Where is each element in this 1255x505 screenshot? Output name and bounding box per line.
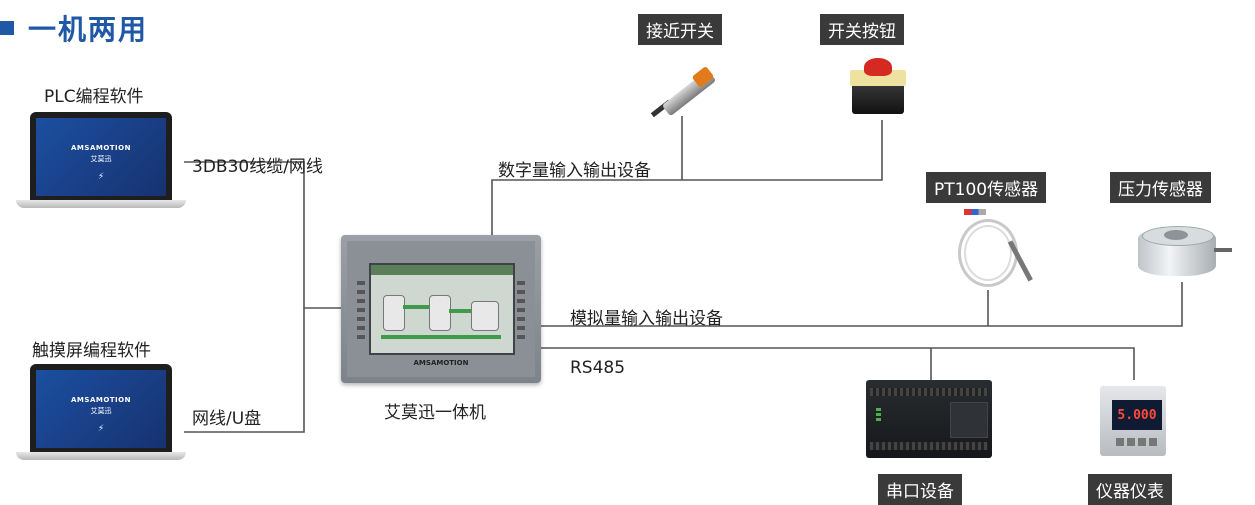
pt100-sensor-icon (950, 205, 1046, 295)
rs485-label: RS485 (570, 358, 626, 378)
laptop-brand-cn: 艾莫迅 (90, 407, 112, 415)
hmi-device: AMSAMOTION (341, 235, 541, 383)
title-text: 一机两用 (28, 13, 149, 46)
plc-laptop: AMSAMOTION 艾莫迅 ⚡ (16, 112, 186, 212)
logo-icon: ⚡ (97, 172, 105, 182)
wire-rs485 (541, 347, 1135, 380)
switch-button-icon (846, 54, 910, 116)
proximity-sensor-icon (650, 62, 720, 132)
hmi-laptop: AMSAMOTION 艾莫迅 ⚡ (16, 364, 186, 464)
wire-digital-io (491, 120, 883, 235)
serial-device-tag: 串口设备 (878, 474, 962, 505)
title-marker (0, 21, 14, 35)
laptop-brand-cn: 艾莫迅 (90, 155, 112, 163)
cable-hmi-label: 网线/U盘 (192, 409, 262, 429)
instrument-meter-icon: 5.000 (1096, 380, 1172, 458)
page-title: 一机两用 (0, 8, 148, 48)
switch-button-tag: 开关按钮 (820, 14, 904, 45)
proximity-switch-tag: 接近开关 (638, 14, 722, 45)
laptop-brand: AMSAMOTION (71, 396, 131, 404)
hmi-right-keys (517, 281, 525, 341)
pressure-sensor-icon (1132, 222, 1232, 280)
hmi-left-keys (357, 281, 365, 341)
analog-io-label: 模拟量输入输出设备 (570, 309, 723, 329)
meter-reading: 5.000 (1117, 408, 1157, 423)
hmi-software-label: 触摸屏编程软件 (32, 341, 151, 361)
pressure-sensor-tag: 压力传感器 (1110, 172, 1211, 203)
digital-io-label: 数字量输入输出设备 (498, 161, 651, 181)
instrument-tag: 仪器仪表 (1088, 474, 1172, 505)
hmi-screen (369, 263, 515, 355)
wire-plc-software (184, 161, 341, 309)
wire-analog-io (541, 282, 1183, 327)
serial-device-icon (866, 380, 992, 458)
plc-software-label: PLC编程软件 (44, 87, 144, 107)
center-device-label: 艾莫迅一体机 (384, 403, 486, 423)
wire-hmi-software (184, 308, 305, 433)
pt100-tag: PT100传感器 (926, 172, 1047, 203)
hmi-brand: AMSAMOTION (413, 359, 469, 367)
laptop-brand: AMSAMOTION (71, 144, 131, 152)
cable-plc-label: 3DB30线缆/网线 (192, 157, 323, 177)
logo-icon: ⚡ (97, 424, 105, 434)
